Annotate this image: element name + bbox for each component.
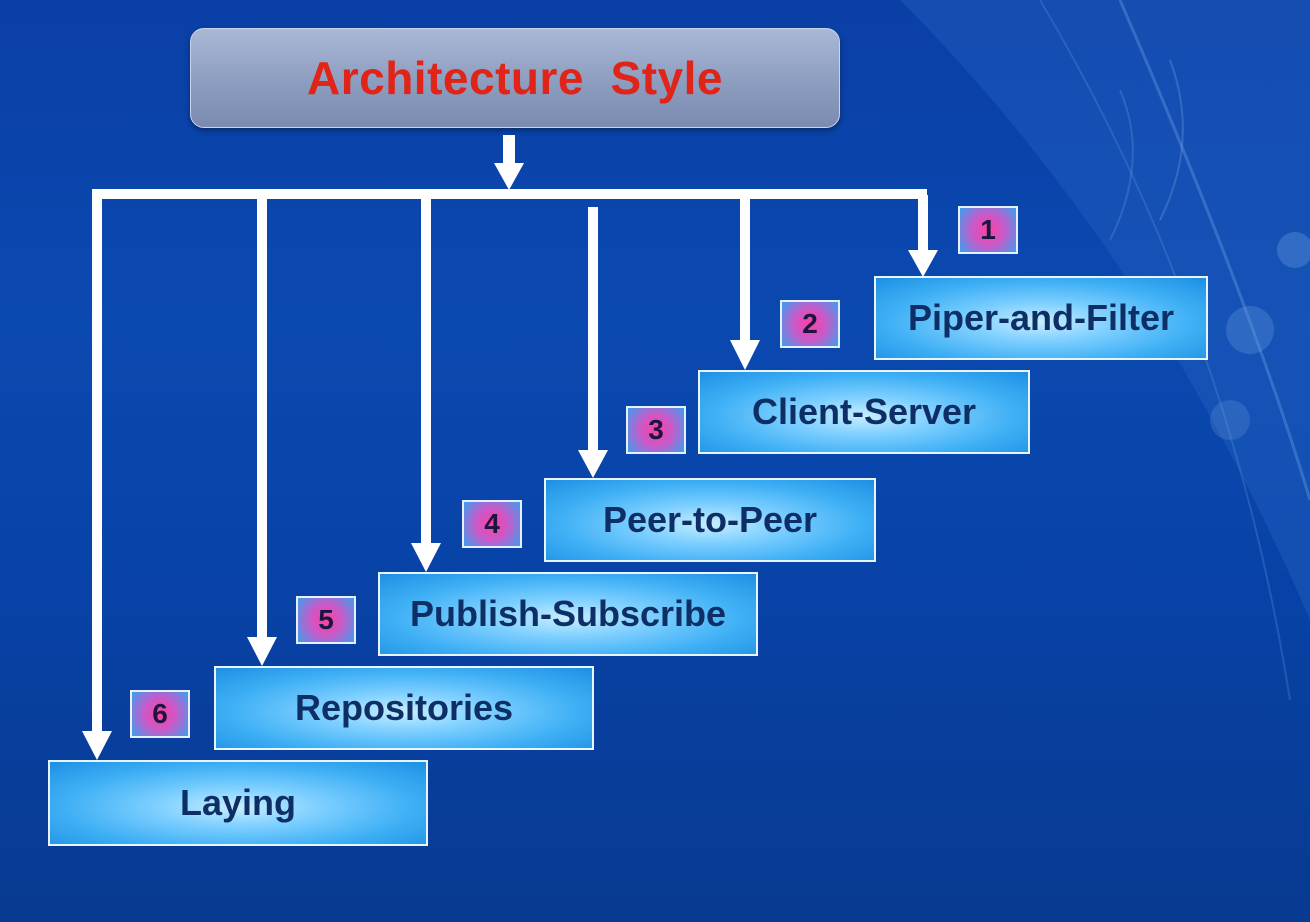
number-badge-3: 3	[626, 406, 686, 454]
arrow-to-client-server	[730, 199, 760, 370]
style-label: Publish-Subscribe	[409, 593, 727, 634]
badge-number: 1	[980, 214, 996, 245]
style-label: Laying	[179, 782, 296, 823]
arrow-to-publish-subscribe	[411, 199, 441, 572]
style-box-piper-and-filter: Piper-and-Filter	[874, 276, 1208, 360]
number-badge-1: 1	[958, 206, 1018, 254]
arrow-to-peer-to-peer	[578, 207, 608, 478]
style-box-laying: Laying	[48, 760, 428, 846]
number-badge-5: 5	[296, 596, 356, 644]
number-badge-4: 4	[462, 500, 522, 548]
number-badge-6: 6	[130, 690, 190, 738]
style-label: Piper-and-Filter	[907, 297, 1175, 338]
badge-number: 4	[484, 508, 500, 539]
badge-number: 2	[802, 308, 818, 339]
style-box-peer-to-peer: Peer-to-Peer	[544, 478, 876, 562]
number-badge-2: 2	[780, 300, 840, 348]
style-box-client-server: Client-Server	[698, 370, 1030, 454]
style-label: Client-Server	[751, 391, 977, 432]
arrow-to-repositories	[247, 199, 277, 666]
style-box-publish-subscribe: Publish-Subscribe	[378, 572, 758, 656]
horizontal-bus	[92, 189, 927, 199]
style-box-repositories: Repositories	[214, 666, 594, 750]
arrow-to-piper-and-filter	[908, 195, 938, 277]
diagram-title: Architecture Style	[307, 52, 723, 104]
badge-number: 6	[152, 698, 168, 729]
style-label: Repositories	[294, 687, 514, 728]
title-box: Architecture Style	[190, 28, 840, 128]
top-stem-arrow	[494, 135, 524, 190]
badge-number: 3	[648, 414, 664, 445]
style-label: Peer-to-Peer	[602, 499, 818, 540]
arrow-to-laying	[82, 195, 112, 760]
badge-number: 5	[318, 604, 334, 635]
